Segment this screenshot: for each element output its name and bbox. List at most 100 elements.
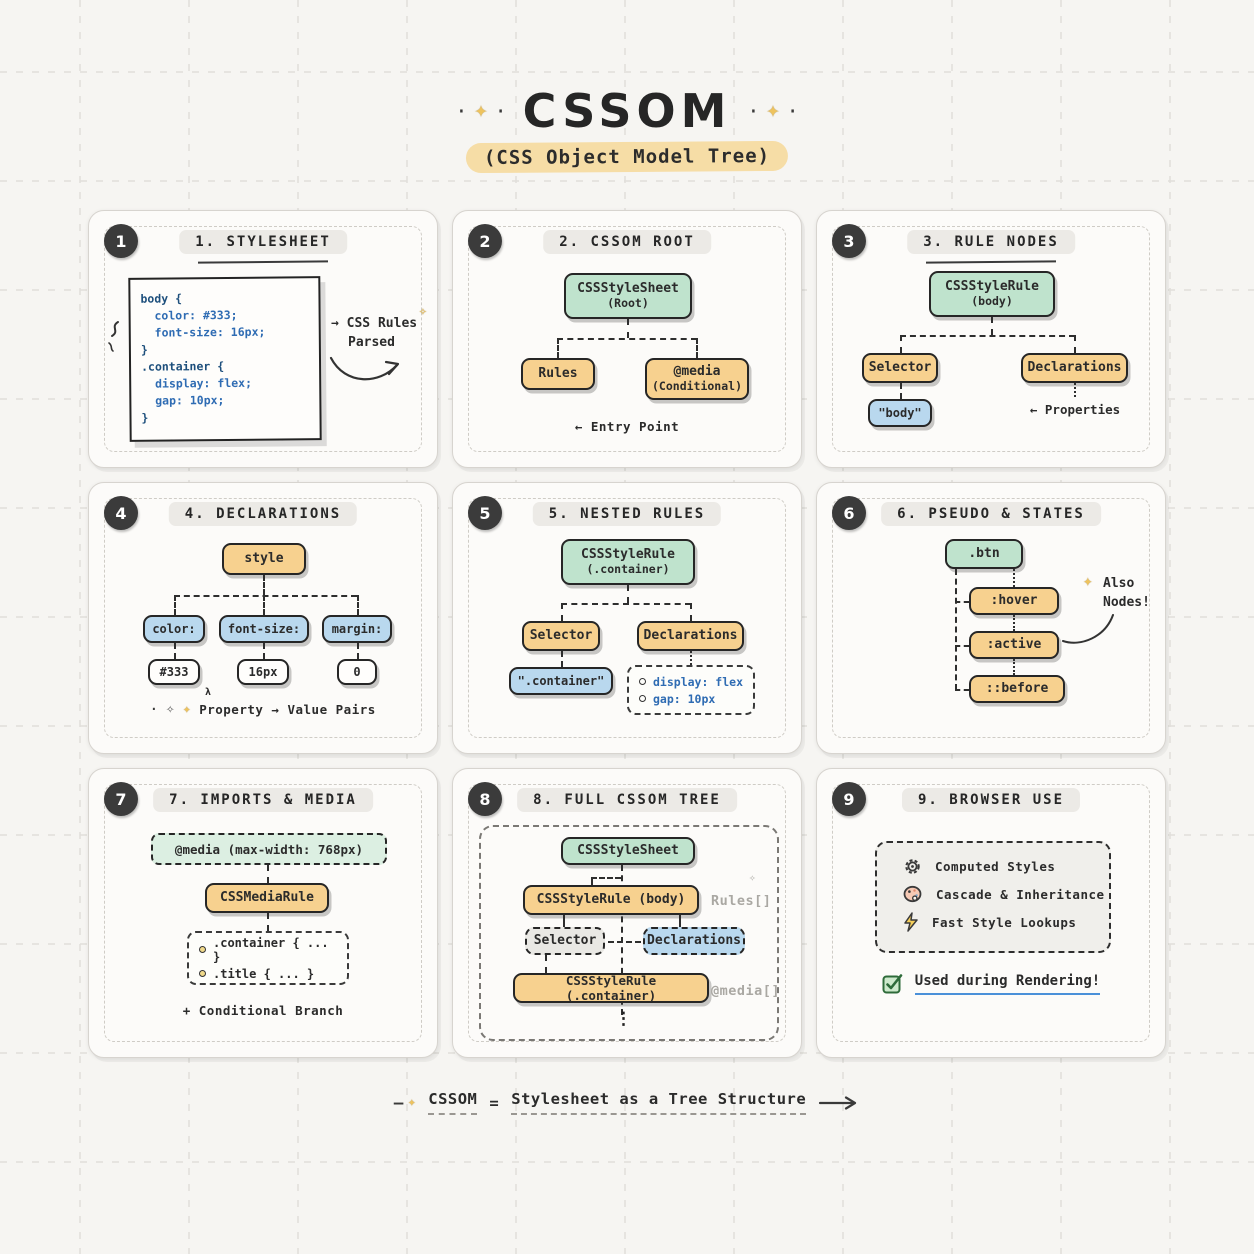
connector bbox=[591, 877, 621, 879]
node-declarations: Declarations bbox=[637, 621, 744, 651]
node-container-selector-value: ".container" bbox=[509, 667, 613, 695]
node-label: #333 bbox=[159, 664, 189, 679]
panel-title: 2. CSSOM ROOT bbox=[543, 230, 711, 254]
rendering-callout: Used during Rendering! bbox=[817, 973, 1165, 995]
connector bbox=[267, 913, 269, 931]
sparkle-icon: ✦ bbox=[474, 98, 488, 123]
connector bbox=[679, 915, 681, 927]
panel-number-badge: 2 bbox=[468, 224, 502, 258]
declaration-text: display: flex bbox=[653, 674, 744, 689]
connector bbox=[557, 338, 559, 358]
sparkle-icon: ✦ bbox=[182, 701, 192, 717]
node-label: font-size: bbox=[227, 621, 301, 636]
node-style: style bbox=[222, 543, 306, 575]
property-value-caption: · ✧ ✦ Property → Value Pairs bbox=[89, 701, 437, 717]
sparkle-icon: ✦ bbox=[1083, 571, 1093, 590]
node-label: color: bbox=[152, 621, 196, 636]
node-color-value: #333 bbox=[148, 659, 200, 685]
checkbox-icon bbox=[882, 974, 903, 994]
node-label: Selector bbox=[868, 360, 932, 376]
connector bbox=[900, 335, 902, 353]
media-rule-text: .container { ... } bbox=[213, 935, 329, 964]
node-cssstylerule-container: CSSStyleRule (.container) bbox=[561, 539, 695, 585]
node-media-query: @media (max-width: 768px) bbox=[151, 833, 387, 865]
connector bbox=[955, 689, 969, 691]
node-label: ".container" bbox=[517, 673, 605, 688]
connector bbox=[627, 585, 629, 603]
panel-3-rule-nodes: 3 3. RULE NODES CSSStyleRule (body) Sele… bbox=[816, 210, 1166, 468]
node-label: CSSStyleRule (body) bbox=[536, 892, 686, 908]
panel-title: 7. IMPORTS & MEDIA bbox=[153, 788, 373, 812]
node-label: style bbox=[244, 551, 284, 567]
note-line2: Nodes! bbox=[1103, 594, 1150, 610]
node-label: :hover bbox=[990, 593, 1038, 609]
rules-array-label: Rules[] bbox=[711, 893, 772, 909]
panel-title: 5. NESTED RULES bbox=[532, 502, 722, 526]
node-cssstylerule-container: CSSStyleRule (.container) bbox=[513, 973, 709, 1003]
use-item: Cascade & Inheritance bbox=[903, 885, 1109, 903]
node-label: "body" bbox=[878, 405, 922, 420]
footer-caption: — ✦ CSSOM = Stylesheet as a Tree Structu… bbox=[0, 1090, 1254, 1115]
panel-number-badge: 4 bbox=[104, 496, 138, 530]
bullet-icon bbox=[639, 678, 646, 685]
connector bbox=[357, 595, 359, 615]
connector bbox=[267, 865, 269, 883]
rendering-callout-text: Used during Rendering! bbox=[914, 973, 1101, 995]
node-margin-prop: margin: bbox=[322, 615, 392, 643]
node-cssstylerule-body: CSSStyleRule (body) bbox=[929, 271, 1055, 317]
connector bbox=[561, 603, 691, 605]
panel-number-badge: 3 bbox=[832, 224, 866, 258]
also-nodes-note: Also Nodes! bbox=[1103, 575, 1150, 613]
panel-5-nested-rules: 5 5. NESTED RULES CSSStyleRule (.contain… bbox=[452, 482, 802, 754]
page-title: CSSOM bbox=[522, 84, 732, 138]
panel-8-full-cssom-tree: 8 8. FULL CSSOM TREE CSSStyleSheet CSSSt… bbox=[452, 768, 802, 1058]
panel-number-badge: 7 bbox=[104, 782, 138, 816]
node-color-prop: color: bbox=[143, 615, 205, 643]
lightning-icon bbox=[904, 912, 918, 932]
panel-number-badge: 1 bbox=[104, 224, 138, 258]
sparkle-icon: ✧ bbox=[165, 701, 175, 717]
node-label: Rules bbox=[538, 366, 578, 382]
connector bbox=[357, 643, 359, 659]
connector bbox=[991, 317, 993, 335]
code-line: } bbox=[141, 410, 149, 425]
title-underline bbox=[197, 260, 329, 264]
node-label: @media bbox=[673, 364, 721, 380]
connector bbox=[696, 338, 698, 358]
declaration-item: display: flex bbox=[639, 675, 743, 689]
panel-6-pseudo-states: 6 6. PSEUDO & STATES .btn :hover :active… bbox=[816, 482, 1166, 754]
use-item: Computed Styles bbox=[903, 857, 1109, 876]
connector bbox=[174, 595, 176, 615]
panel-grid: 1 1. STYLESHEET body { color: #333; font… bbox=[88, 210, 1166, 1058]
sparkle-icon: ✧ bbox=[749, 871, 756, 884]
panel-9-browser-use: 9 9. BROWSER USE Computed Styles bbox=[816, 768, 1166, 1058]
code-line: color: #333; bbox=[140, 307, 238, 323]
connector bbox=[627, 319, 629, 338]
connector bbox=[174, 643, 176, 659]
connector bbox=[1074, 335, 1076, 353]
dot-icon: · bbox=[786, 99, 799, 123]
node-sublabel: (Conditional) bbox=[652, 378, 743, 393]
panel-number-badge: 9 bbox=[832, 782, 866, 816]
node-margin-value: 0 bbox=[337, 659, 377, 685]
continues-dots: ⋮ bbox=[615, 1009, 632, 1029]
declaration-item: gap: 10px bbox=[639, 692, 743, 706]
node-fontsize-value: 16px bbox=[237, 659, 289, 685]
node-declarations: Declarations bbox=[643, 927, 745, 955]
panel-7-imports-media: 7 7. IMPORTS & MEDIA @media (max-width: … bbox=[88, 768, 438, 1058]
node-label: CSSStyleRule bbox=[945, 279, 1039, 295]
connector bbox=[561, 651, 563, 667]
node-label: CSSStyleSheet bbox=[577, 281, 679, 297]
code-line: gap: 10px; bbox=[141, 393, 225, 408]
connector bbox=[263, 575, 265, 595]
media-array-label: @media[] bbox=[711, 983, 781, 999]
bullet-icon bbox=[639, 695, 646, 702]
squiggle-mark-icon bbox=[108, 321, 119, 352]
node-cssstylesheet: CSSStyleSheet bbox=[561, 837, 695, 865]
connector bbox=[690, 603, 692, 621]
dash-mark: — bbox=[393, 1093, 404, 1112]
code-line: } bbox=[140, 342, 148, 357]
gear-icon bbox=[905, 859, 920, 874]
panel-title: 9. BROWSER USE bbox=[901, 788, 1081, 812]
dot-icon: · bbox=[150, 702, 158, 716]
